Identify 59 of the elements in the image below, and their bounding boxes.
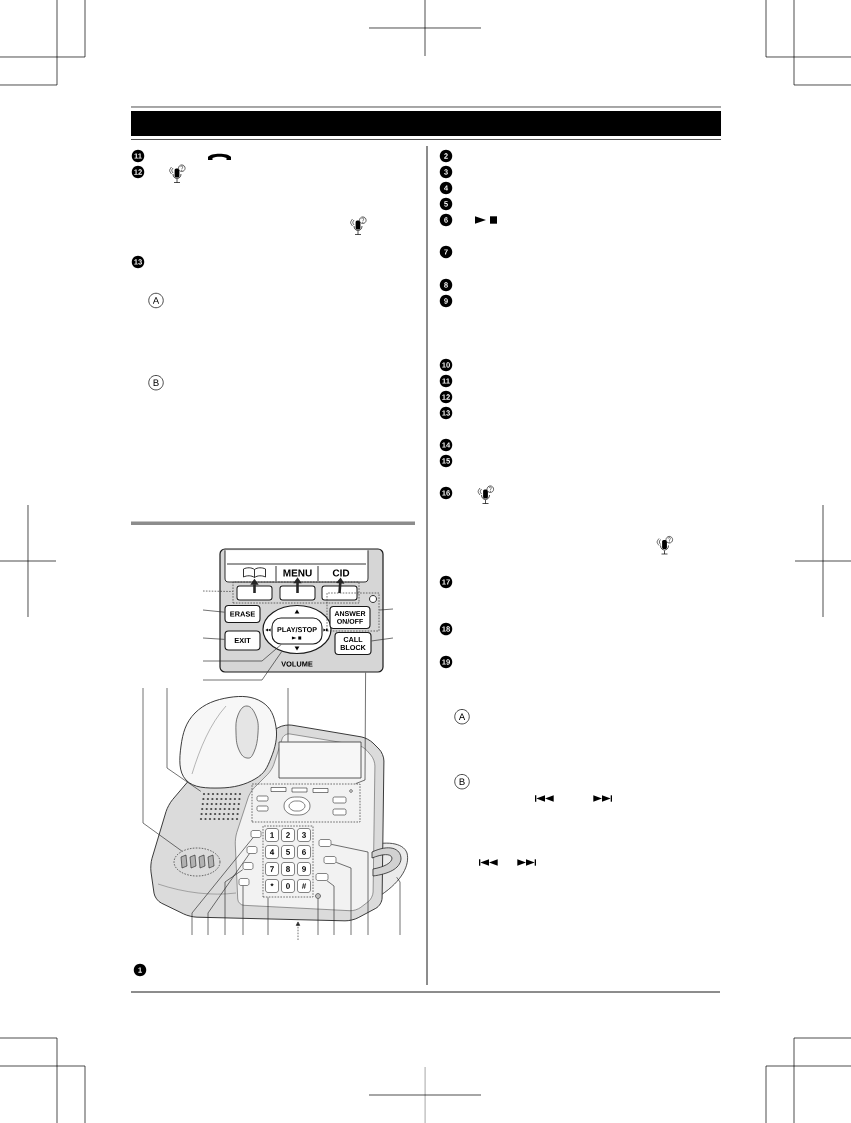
keypad-frame	[262, 825, 314, 898]
keypad-key: 4	[265, 845, 279, 859]
keypad-key: *	[265, 879, 279, 893]
keypad-key: 6	[297, 845, 311, 859]
answer-frame	[326, 592, 380, 632]
leader-line	[335, 862, 352, 936]
leader-line	[202, 590, 233, 592]
side-button	[242, 862, 254, 870]
soft-key	[236, 585, 273, 601]
keypad-key: 1	[265, 828, 279, 842]
bullet-letter: B	[148, 375, 164, 391]
key-label: MENU	[283, 569, 312, 577]
leader-arrow	[295, 921, 301, 941]
book-icon	[243, 567, 266, 578]
side-button	[323, 856, 337, 864]
side-button	[318, 839, 332, 847]
leader-line	[242, 885, 244, 936]
side-button	[238, 878, 250, 886]
charging-contacts	[173, 847, 221, 877]
side-button	[315, 873, 329, 881]
leader-line	[191, 837, 254, 936]
keypad-key: 7	[265, 862, 279, 876]
leader-line	[207, 853, 250, 936]
handset-cradle	[371, 847, 402, 877]
leader-line	[317, 898, 319, 936]
leader-line	[371, 637, 394, 642]
leader-line	[287, 687, 289, 742]
speaker-grille	[199, 792, 242, 821]
leader-line	[202, 637, 225, 640]
soft-key-frame	[232, 581, 360, 604]
side-button	[250, 830, 262, 838]
leader-line	[224, 869, 244, 936]
leader-line	[166, 687, 202, 792]
leader-line	[202, 644, 282, 662]
leader-line	[326, 880, 335, 936]
leader-line	[330, 844, 369, 936]
bullet-letter: A	[148, 292, 164, 309]
soft-key	[279, 585, 316, 601]
indicator-light	[315, 893, 321, 899]
connector-line	[355, 672, 366, 784]
keypad-key: 8	[281, 862, 295, 876]
control-area-drawing	[251, 783, 361, 823]
keypad-key: 9	[297, 862, 311, 876]
leader-line	[396, 876, 401, 936]
keypad-key: #	[297, 879, 311, 893]
leader-line	[379, 608, 394, 611]
display-screen	[278, 741, 362, 779]
leader-line	[142, 687, 183, 852]
keypad-key: 0	[281, 879, 295, 893]
key-label: CID	[332, 569, 350, 577]
leader-line	[202, 609, 225, 613]
keypad-key: 2	[281, 828, 295, 842]
leader-line	[202, 651, 283, 681]
keypad-key: 3	[297, 828, 311, 842]
bullet-letter: A	[454, 709, 470, 725]
bullet-letter: B	[454, 774, 470, 790]
keypad-key: 5	[281, 845, 295, 859]
leader-line	[267, 897, 269, 936]
side-button	[246, 846, 258, 854]
